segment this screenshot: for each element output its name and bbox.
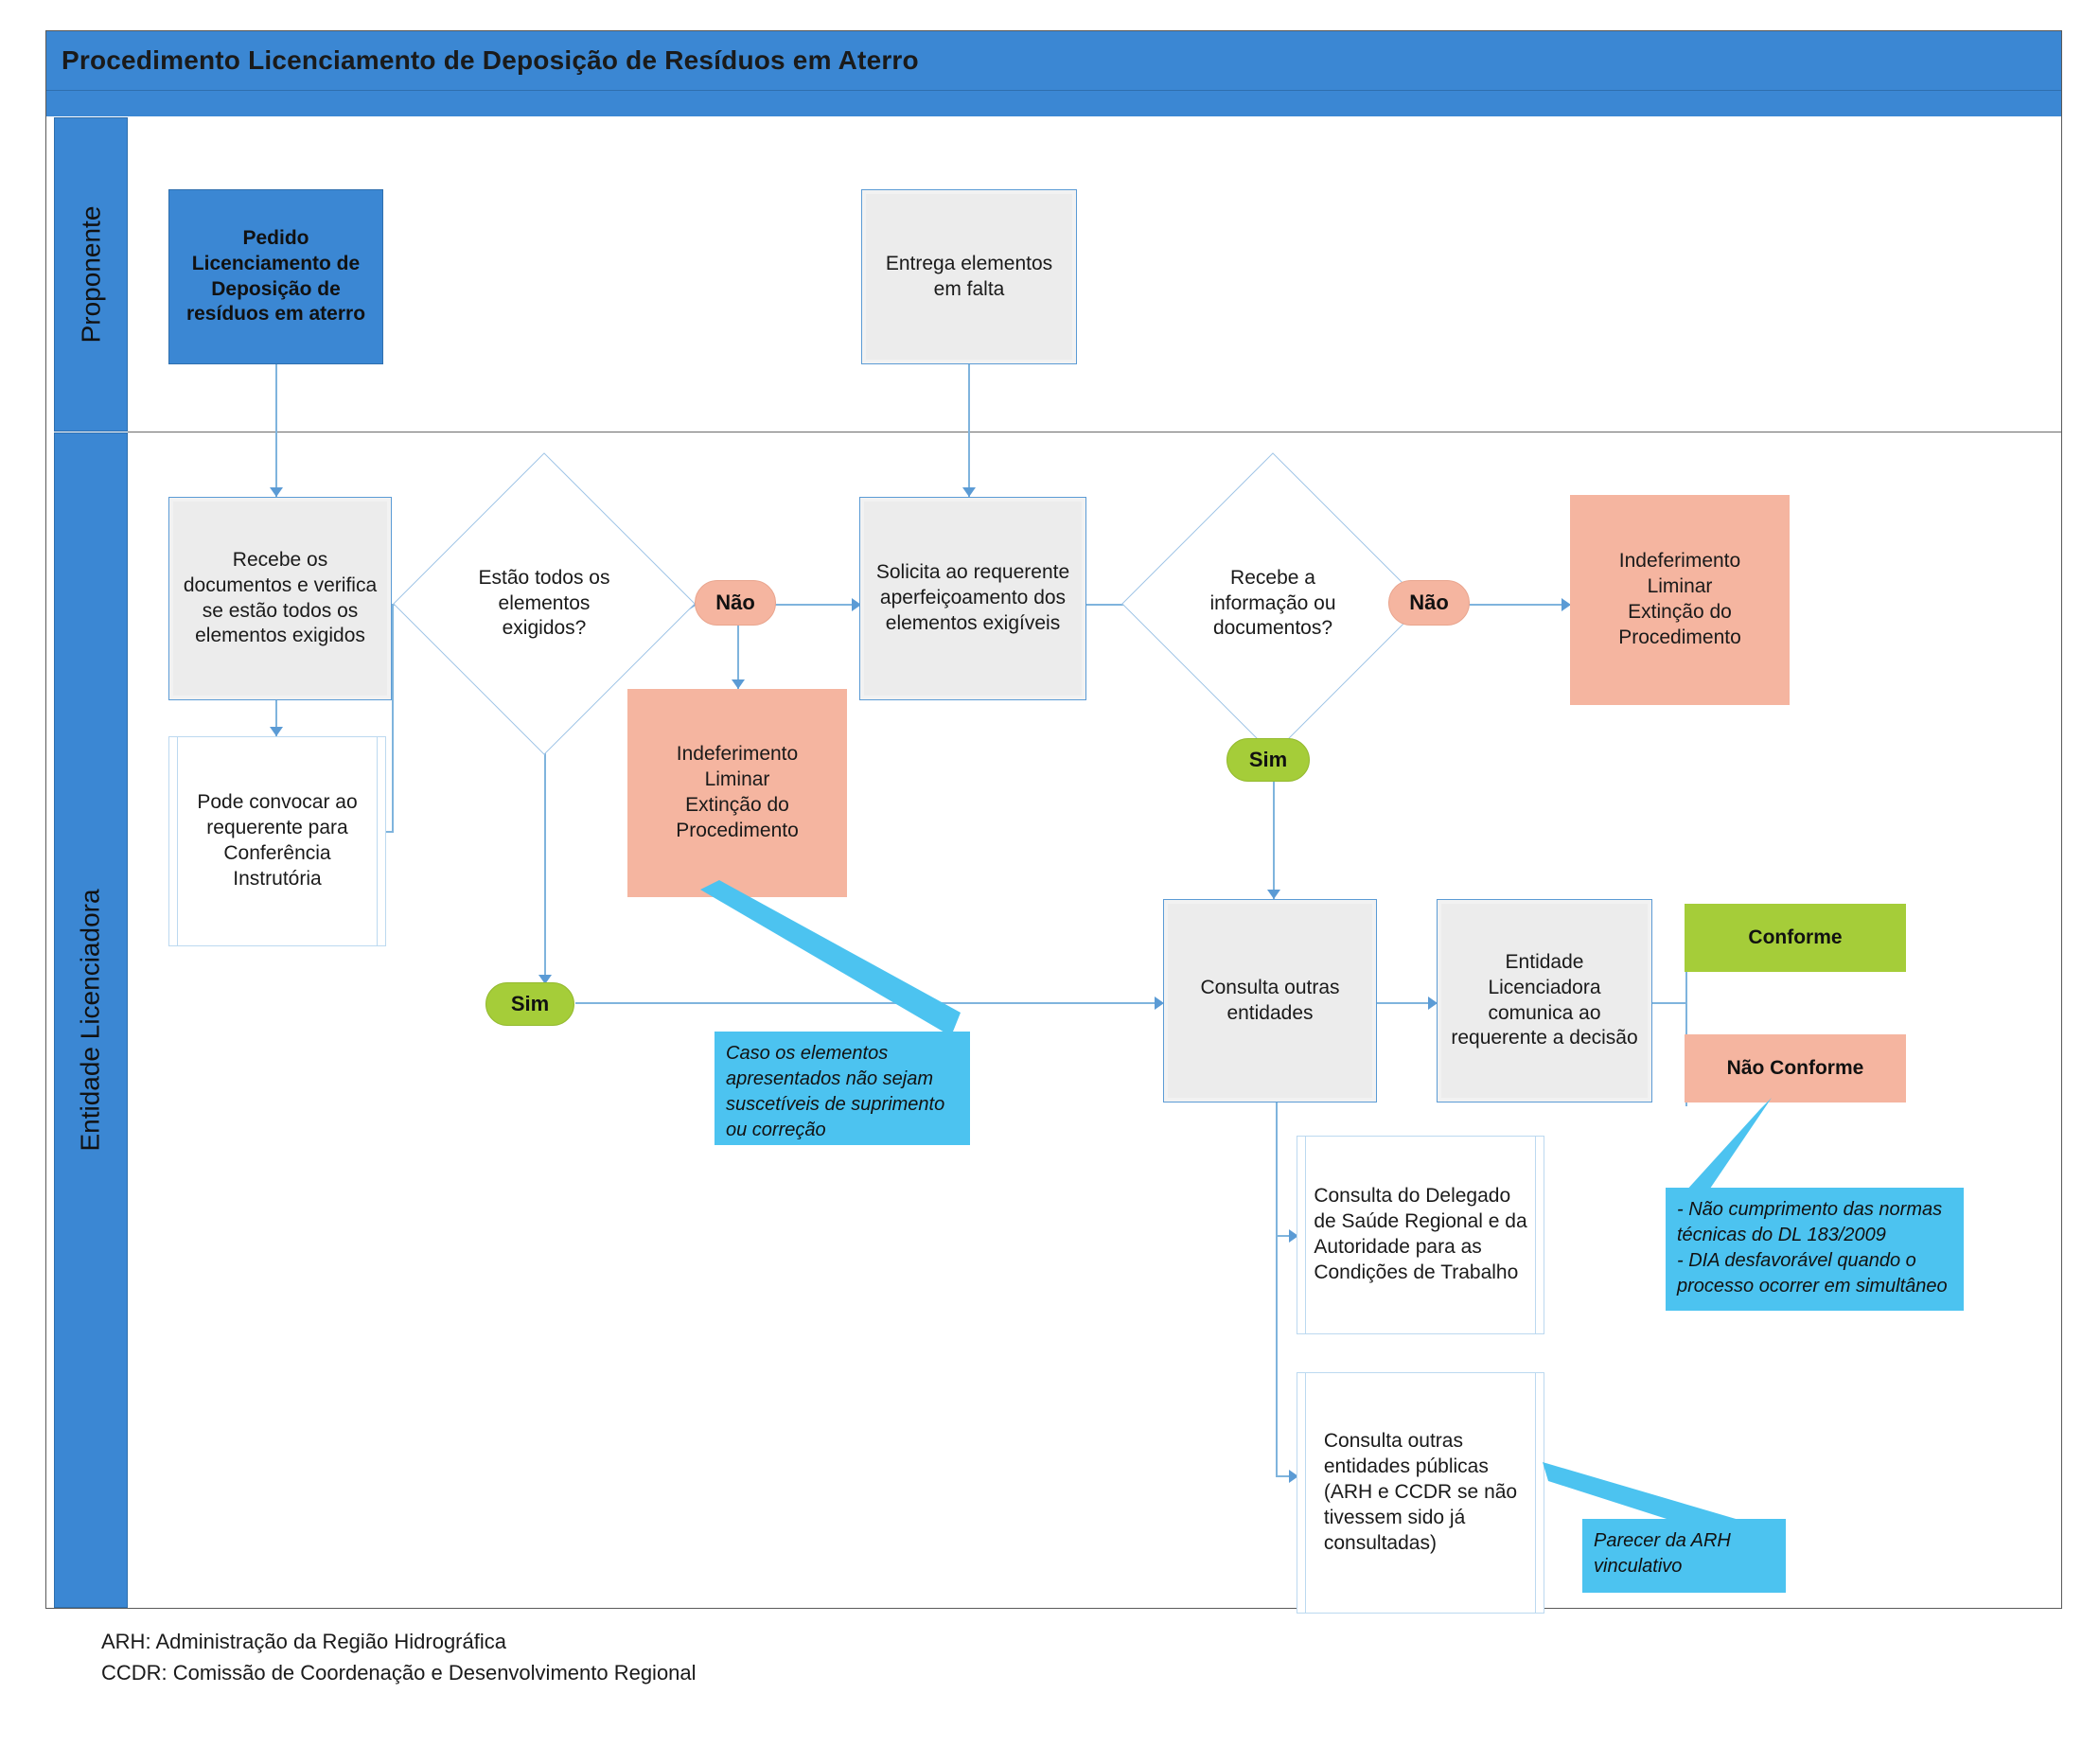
node-label: Consulta outras entidades públicas (ARH … xyxy=(1323,1430,1518,1554)
node-label: Conforme xyxy=(1748,926,1843,948)
node-label: Entrega elementos em falta xyxy=(885,252,1053,300)
node-label: Indeferimento Liminar Extinção do Proced… xyxy=(676,743,799,841)
note-elements-not-correctable: Caso os elementos apresentados não sejam… xyxy=(715,1032,970,1145)
swimlane-label-proponente: Proponente xyxy=(76,205,106,344)
node-label: Recebe a informação ou documentos? xyxy=(1209,566,1336,640)
badge-label: Sim xyxy=(1248,747,1288,771)
connector-deliver-to-request xyxy=(968,364,970,497)
connector-start-to-receive xyxy=(275,364,277,497)
node-deliver-missing-elements[interactable]: Entrega elementos em falta xyxy=(861,189,1077,364)
badge-no-2: Não xyxy=(1388,580,1470,626)
arrowhead xyxy=(1289,1229,1298,1243)
node-result-nao-conforme[interactable]: Não Conforme xyxy=(1685,1034,1906,1102)
node-decision-receive-info[interactable]: Recebe a informação ou documentos? xyxy=(1121,452,1424,755)
node-rejection-liminar-1[interactable]: Indeferimento Liminar Extinção do Proced… xyxy=(627,689,847,897)
callout-tail-elements xyxy=(700,880,961,1036)
arrowhead xyxy=(1562,598,1571,611)
node-communicate-decision[interactable]: Entidade Licenciadora comunica ao requer… xyxy=(1437,899,1652,1102)
badge-label: Sim xyxy=(510,991,550,1015)
connector-no-to-rejection1 xyxy=(737,625,739,689)
connector-summon-loop-vertical xyxy=(392,606,394,833)
note-text: Caso os elementos apresentados não sejam… xyxy=(726,1043,945,1140)
connector-decision1-yes xyxy=(544,700,546,984)
node-consult-health-delegate[interactable]: Consulta do Delegado de Saúde Regional e… xyxy=(1297,1136,1544,1334)
note-text: - Não cumprimento das normas técnicas do… xyxy=(1677,1199,1948,1297)
connector-yes1-to-consult xyxy=(575,1002,1162,1004)
legend-line-arh: ARH: Administração da Região Hidrográfic… xyxy=(101,1630,506,1653)
legend: ARH: Administração da Região Hidrográfic… xyxy=(101,1626,697,1688)
node-label: Consulta outras entidades xyxy=(1200,976,1340,1024)
arrowhead xyxy=(538,975,552,984)
swimlane-header-entidade-licenciadora: Entidade Licenciadora xyxy=(54,432,128,1608)
badge-label: Não xyxy=(1409,590,1449,614)
callout-tail-nonconform xyxy=(1666,1098,1772,1213)
node-result-conforme[interactable]: Conforme xyxy=(1685,904,1906,972)
connector-consult-to-public xyxy=(1276,1475,1297,1477)
note-nonconformity-reasons: - Não cumprimento das normas técnicas do… xyxy=(1666,1188,1964,1311)
title-underbar xyxy=(46,90,2061,116)
node-label: Pode convocar ao requerente para Conferê… xyxy=(197,791,358,890)
node-may-summon-applicant[interactable]: Pode convocar ao requerente para Conferê… xyxy=(168,736,386,946)
arrowhead xyxy=(1428,997,1438,1010)
connector-consult-to-health xyxy=(1276,1235,1297,1237)
connector-communicate-split-vertical xyxy=(1685,939,1687,1106)
node-decision-all-elements[interactable]: Estão todos os elementos exigidos? xyxy=(393,452,696,755)
node-label: Entidade Licenciadora comunica ao requer… xyxy=(1451,950,1638,1050)
connector-receive-to-summon xyxy=(275,700,277,736)
note-arh-binding-opinion: Parecer da ARH vinculativo xyxy=(1582,1519,1786,1593)
legend-line-ccdr: CCDR: Comissão de Coordenação e Desenvol… xyxy=(101,1661,697,1685)
node-consult-public-entities[interactable]: Consulta outras entidades públicas (ARH … xyxy=(1297,1372,1544,1614)
node-label: Consulta do Delegado de Saúde Regional e… xyxy=(1314,1185,1527,1283)
node-label: Estão todos os elementos exigidos? xyxy=(478,566,610,640)
arrowhead xyxy=(270,487,283,497)
note-text: Parecer da ARH vinculativo xyxy=(1594,1530,1731,1577)
badge-no-1: Não xyxy=(695,580,776,626)
connector-yes2-to-consult xyxy=(1273,759,1275,899)
arrowhead xyxy=(1155,997,1164,1010)
connector-request-to-decision2 xyxy=(1085,604,1143,606)
node-label: Não Conforme xyxy=(1726,1056,1864,1079)
node-consult-other-entities[interactable]: Consulta outras entidades xyxy=(1163,899,1377,1102)
arrowhead xyxy=(270,727,283,736)
arrowhead xyxy=(852,598,861,611)
badge-label: Não xyxy=(715,590,755,614)
node-receive-documents[interactable]: Recebe os documentos e verifica se estão… xyxy=(168,497,392,700)
node-label: Indeferimento Liminar Extinção do Proced… xyxy=(1618,550,1741,648)
connector-consult-to-communicate xyxy=(1377,1002,1436,1004)
node-start-request[interactable]: Pedido Licenciamento de Deposição de res… xyxy=(168,189,383,364)
arrowhead xyxy=(1289,1470,1298,1483)
swimlane-header-proponente: Proponente xyxy=(54,117,128,432)
connector-communicate-split xyxy=(1651,1002,1687,1004)
page-title: Procedimento Licenciamento de Deposição … xyxy=(62,45,919,75)
swimlane-label-entidade-licenciadora: Entidade Licenciadora xyxy=(76,889,105,1152)
connector-no2-to-rejection2 xyxy=(1469,604,1568,606)
node-rejection-liminar-2[interactable]: Indeferimento Liminar Extinção do Proced… xyxy=(1570,495,1790,705)
arrowhead xyxy=(962,487,976,497)
connector-consult-branch-vertical xyxy=(1276,1102,1278,1477)
node-label: Pedido Licenciamento de Deposição de res… xyxy=(185,226,366,326)
connector-no-to-request xyxy=(775,604,858,606)
diagram-title-bar: Procedimento Licenciamento de Deposição … xyxy=(46,31,2061,90)
node-request-improvement[interactable]: Solicita ao requerente aperfeiçoamento d… xyxy=(859,497,1086,700)
node-label: Recebe os documentos e verifica se estão… xyxy=(183,548,378,647)
arrowhead xyxy=(732,679,745,689)
node-label: Solicita ao requerente aperfeiçoamento d… xyxy=(875,561,1070,634)
badge-yes-2: Sim xyxy=(1226,738,1310,782)
arrowhead xyxy=(1267,890,1280,899)
badge-yes-1: Sim xyxy=(485,982,574,1026)
